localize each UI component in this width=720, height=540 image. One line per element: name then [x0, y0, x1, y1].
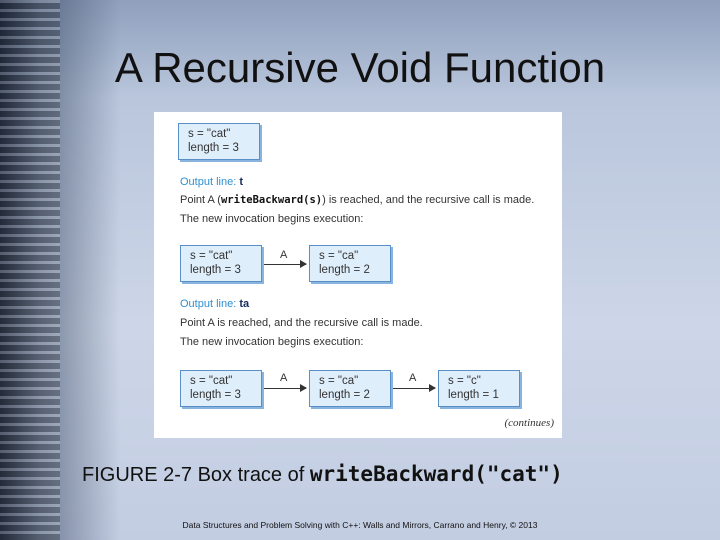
- box-length-value: length = 3: [188, 142, 239, 154]
- call-arrow: [264, 384, 307, 392]
- background-building-stripes: [0, 0, 60, 540]
- invocation-line-1: The new invocation begins execution:: [180, 213, 364, 225]
- trace-box-1a: s = "cat" length = 3: [180, 245, 262, 282]
- invocation-line-2: The new invocation begins execution:: [180, 336, 364, 348]
- caption-code: writeBackward("cat"): [309, 462, 563, 486]
- slide-footer: Data Structures and Problem Solving with…: [182, 520, 538, 530]
- trace-box-1b: s = "ca" length = 2: [309, 245, 391, 282]
- box-length-value: length = 1: [448, 389, 499, 401]
- point-suffix: ) is reached, and the recursive call is …: [322, 194, 535, 206]
- trace-box-2a: s = "cat" length = 3: [180, 370, 262, 407]
- output-line-1: Output line: t: [180, 176, 243, 188]
- figure-caption: FIGURE 2-7 Box trace of writeBackward("c…: [82, 462, 563, 487]
- trace-box-2b: s = "ca" length = 2: [309, 370, 391, 407]
- point-code: writeBackward(s): [220, 194, 323, 206]
- output-label: Output line:: [180, 298, 240, 310]
- call-arrow: [264, 260, 307, 268]
- trace-box-2c: s = "c" length = 1: [438, 370, 520, 407]
- trace-box-top: s = "cat" length = 3: [178, 123, 260, 160]
- point-a-line-1: Point A (writeBackward(s)) is reached, a…: [180, 194, 534, 206]
- figure-panel: s = "cat" length = 3 Output line: t Poin…: [154, 112, 562, 438]
- box-length-value: length = 3: [190, 264, 241, 276]
- box-s-value: s = "ca": [319, 250, 359, 262]
- caption-text: FIGURE 2-7 Box trace of: [82, 464, 310, 486]
- continues-note: (continues): [504, 417, 554, 429]
- arrow-label: A: [409, 372, 417, 384]
- box-s-value: s = "ca": [319, 375, 359, 387]
- slide-title: A Recursive Void Function: [114, 44, 606, 91]
- box-s-value: s = "c": [448, 375, 481, 387]
- box-length-value: length = 3: [190, 389, 241, 401]
- point-a-line-2: Point A is reached, and the recursive ca…: [180, 317, 423, 329]
- arrow-label: A: [280, 249, 288, 261]
- point-prefix: Point A (: [180, 194, 221, 206]
- box-s-value: s = "cat": [190, 375, 233, 387]
- arrow-label: A: [280, 372, 288, 384]
- output-label: Output line:: [180, 176, 240, 188]
- output-value: t: [239, 176, 243, 188]
- call-arrow: [393, 384, 436, 392]
- output-line-2: Output line: ta: [180, 298, 249, 310]
- box-length-value: length = 2: [319, 389, 370, 401]
- output-value: ta: [239, 298, 250, 310]
- box-s-value: s = "cat": [188, 128, 231, 140]
- box-length-value: length = 2: [319, 264, 370, 276]
- box-s-value: s = "cat": [190, 250, 233, 262]
